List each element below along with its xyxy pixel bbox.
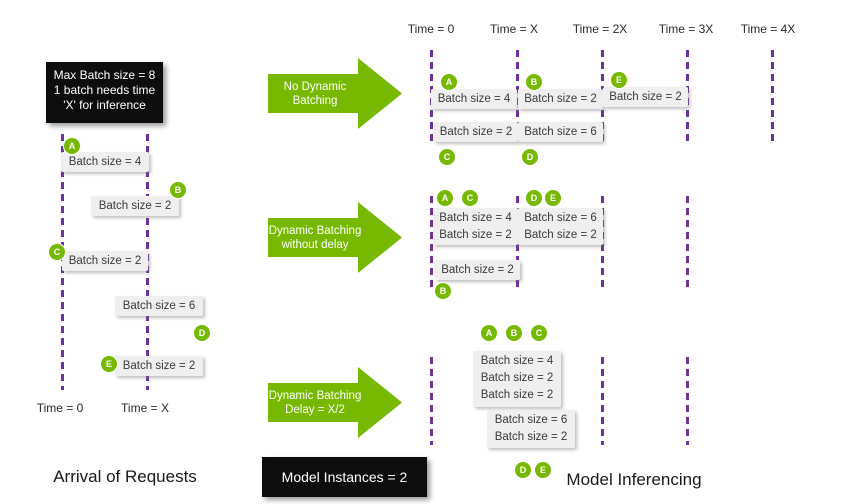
batch-badge-A: A xyxy=(440,73,458,91)
timeline-label-4x: Time = 4X xyxy=(740,22,796,36)
timeline-label-0: Time = 0 xyxy=(407,22,455,36)
arrow-label-line: Delay = X/2 xyxy=(285,403,345,416)
batch-badge-C: C xyxy=(530,324,548,342)
timeline-label-x: Time = X xyxy=(490,22,538,36)
infer-timeline xyxy=(516,50,519,146)
request-box-A: Batch size = 4 xyxy=(61,152,149,172)
arrow-right-icon xyxy=(268,58,402,129)
info-line: Max Batch size = 8 xyxy=(53,68,156,82)
infer-box-line: Batch size = 2 xyxy=(480,389,554,401)
arrow-label-line: Dynamic Batching xyxy=(268,224,362,237)
batch-badge-D: D xyxy=(514,461,532,479)
arrival-time0-label: Time = 0 xyxy=(36,401,84,415)
request-badge-A: A xyxy=(63,137,81,155)
batch-badge-A: A xyxy=(480,324,498,342)
infer-box: Batch size = 6 Batch size = 2 xyxy=(487,410,575,448)
batch-badge-E: E xyxy=(544,189,562,207)
request-badge-E: E xyxy=(100,355,118,373)
infer-box: Batch size = 2 xyxy=(603,87,688,107)
request-box-B: Batch size = 2 xyxy=(91,196,179,216)
arrow-label-line: Batching xyxy=(292,94,338,107)
request-badge-B: B xyxy=(169,181,187,199)
infer-box: Batch size = 2 xyxy=(434,122,518,142)
infer-timeline xyxy=(771,50,774,146)
no-dynamic-batching-arrow: No Dynamic Batching xyxy=(268,58,402,129)
model-instances-box: Model Instances = 2 xyxy=(262,457,427,497)
infer-box-line: Batch size = 2 xyxy=(480,372,554,384)
infer-box: Batch size = 6 xyxy=(518,122,603,142)
arrow-label-line: without delay xyxy=(281,238,349,251)
infer-box: Batch size = 2 xyxy=(435,260,520,280)
infer-timeline xyxy=(686,357,689,445)
timeline-label-2x: Time = 2X xyxy=(572,22,628,36)
infer-timeline xyxy=(601,357,604,445)
arrow-right-icon xyxy=(268,367,402,438)
infer-box-line: Batch size = 2 xyxy=(524,229,597,241)
infer-timeline xyxy=(430,357,433,445)
arrow-label: Dynamic Batching Delay = X/2 xyxy=(268,389,362,417)
inferencing-caption: Model Inferencing xyxy=(566,470,702,489)
infer-box-line: Batch size = 2 xyxy=(439,229,512,241)
arrival-caption: Arrival of Requests xyxy=(53,467,197,486)
infer-box: Batch size = 4 Batch size = 2 xyxy=(433,208,518,245)
infer-box-line: Batch size = 6 xyxy=(494,414,568,426)
batch-badge-B: B xyxy=(505,324,523,342)
batch-badge-C: C xyxy=(438,148,456,166)
request-box-C: Batch size = 2 xyxy=(62,251,148,271)
request-box-E: Batch size = 2 xyxy=(115,356,203,376)
dynamic-batching-delay-arrow: Dynamic Batching Delay = X/2 xyxy=(268,367,402,438)
arrow-right-icon xyxy=(268,202,402,273)
arrival-timex-label: Time = X xyxy=(121,401,169,415)
info-line: 'X' for inference xyxy=(63,98,146,112)
batch-badge-B: B xyxy=(525,73,543,91)
infer-box-line: Batch size = 4 xyxy=(439,212,512,224)
arrow-label-line: Dynamic Batching xyxy=(268,389,362,402)
max-batch-info-box: Max Batch size = 8 1 batch needs time 'X… xyxy=(46,62,163,123)
infer-box: Batch size = 4 Batch size = 2 Batch size… xyxy=(473,351,561,407)
infer-box: Batch size = 4 xyxy=(431,89,517,109)
batch-badge-A: A xyxy=(436,189,454,207)
infer-box-line: Batch size = 4 xyxy=(480,355,554,367)
batch-badge-D: D xyxy=(525,189,543,207)
infer-box-line: Batch size = 2 xyxy=(494,431,568,443)
dynamic-batching-no-delay-arrow: Dynamic Batching without delay xyxy=(268,202,402,273)
arrow-label: No Dynamic Batching xyxy=(268,80,362,108)
request-box-D: Batch size = 6 xyxy=(115,296,203,316)
request-badge-D: D xyxy=(193,324,211,342)
infer-box-line: Batch size = 6 xyxy=(524,212,597,224)
infer-box: Batch size = 6 Batch size = 2 xyxy=(518,208,603,245)
batch-badge-B: B xyxy=(434,282,452,300)
arrow-label-line: No Dynamic xyxy=(283,80,347,93)
infer-box: Batch size = 2 xyxy=(518,89,603,109)
batch-badge-E: E xyxy=(610,71,628,89)
infer-timeline xyxy=(430,196,433,288)
infer-timeline xyxy=(686,196,689,288)
info-line: 1 batch needs time xyxy=(53,83,156,97)
batch-badge-D: D xyxy=(521,148,539,166)
batch-badge-C: C xyxy=(461,189,479,207)
batch-badge-E: E xyxy=(534,461,552,479)
timeline-label-3x: Time = 3X xyxy=(658,22,714,36)
arrow-label: Dynamic Batching without delay xyxy=(268,224,362,252)
request-badge-C: C xyxy=(48,243,66,261)
